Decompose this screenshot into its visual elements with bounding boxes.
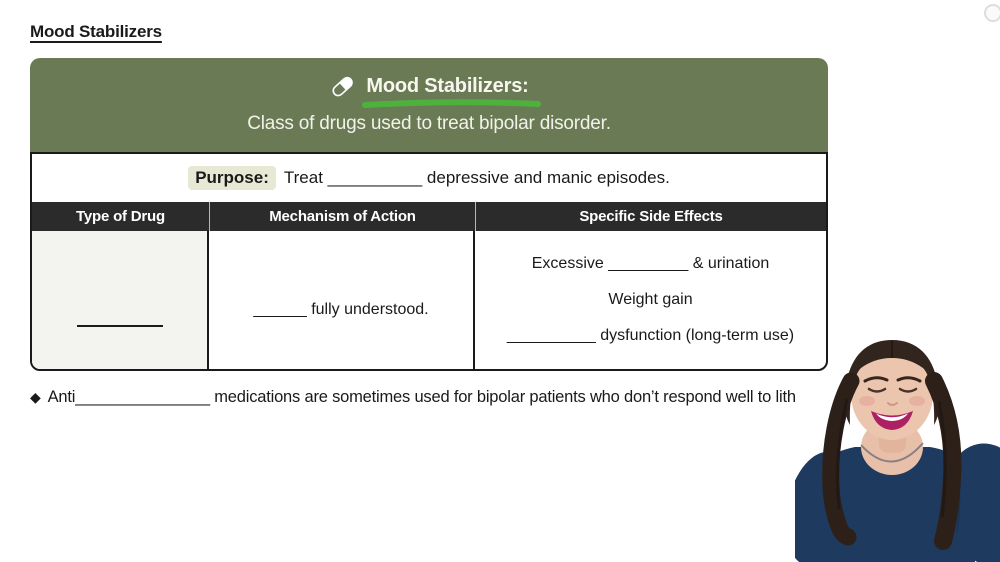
drug-table: Purpose: Treat __________ depressive and… — [30, 152, 828, 371]
cell-mechanism: ______ fully understood. — [209, 231, 475, 369]
note-text: Anti_______________ medications are some… — [47, 388, 796, 406]
presenter-person — [795, 340, 1000, 562]
diamond-bullet-icon: ◆ — [30, 389, 41, 405]
table-row: ______ fully understood. Excessive _____… — [32, 231, 826, 369]
table-header-type-of-drug: Type of Drug — [76, 208, 165, 225]
table-header-row: Type of Drug Mechanism of Action Specifi… — [32, 202, 826, 231]
definition-card: Mood Stabilizers: Class of drugs used to… — [30, 58, 828, 152]
card-subtitle: Class of drugs used to treat bipolar dis… — [247, 113, 611, 134]
table-header-side-effects: Specific Side Effects — [475, 202, 826, 231]
side-effect-line: Weight gain — [608, 291, 693, 308]
card-title: Mood Stabilizers: — [362, 75, 542, 108]
side-effect-line: Excessive _________ & urination — [531, 255, 770, 272]
purpose-text: Treat __________ depressive and manic ep… — [283, 168, 670, 187]
green-marker-underline — [362, 98, 542, 108]
note-line: ◆ Anti_______________ medications are som… — [30, 388, 1000, 407]
cell-side-effects: Excessive _________ & urination Weight g… — [475, 231, 826, 369]
purpose-row: Purpose: Treat __________ depressive and… — [32, 154, 826, 202]
table-header-mechanism: Mechanism of Action — [209, 202, 475, 231]
watermark-circle-icon — [984, 4, 1000, 22]
pill-icon — [332, 76, 354, 96]
type-of-drug-blank-line — [76, 325, 163, 327]
page-title: Mood Stabilizers — [30, 22, 162, 41]
side-effect-line: __________ dysfunction (long-term use) — [506, 327, 795, 344]
purpose-label: Purpose: — [188, 166, 276, 190]
cell-type-of-drug — [32, 231, 209, 369]
mechanism-text: ______ fully understood. — [253, 301, 429, 318]
